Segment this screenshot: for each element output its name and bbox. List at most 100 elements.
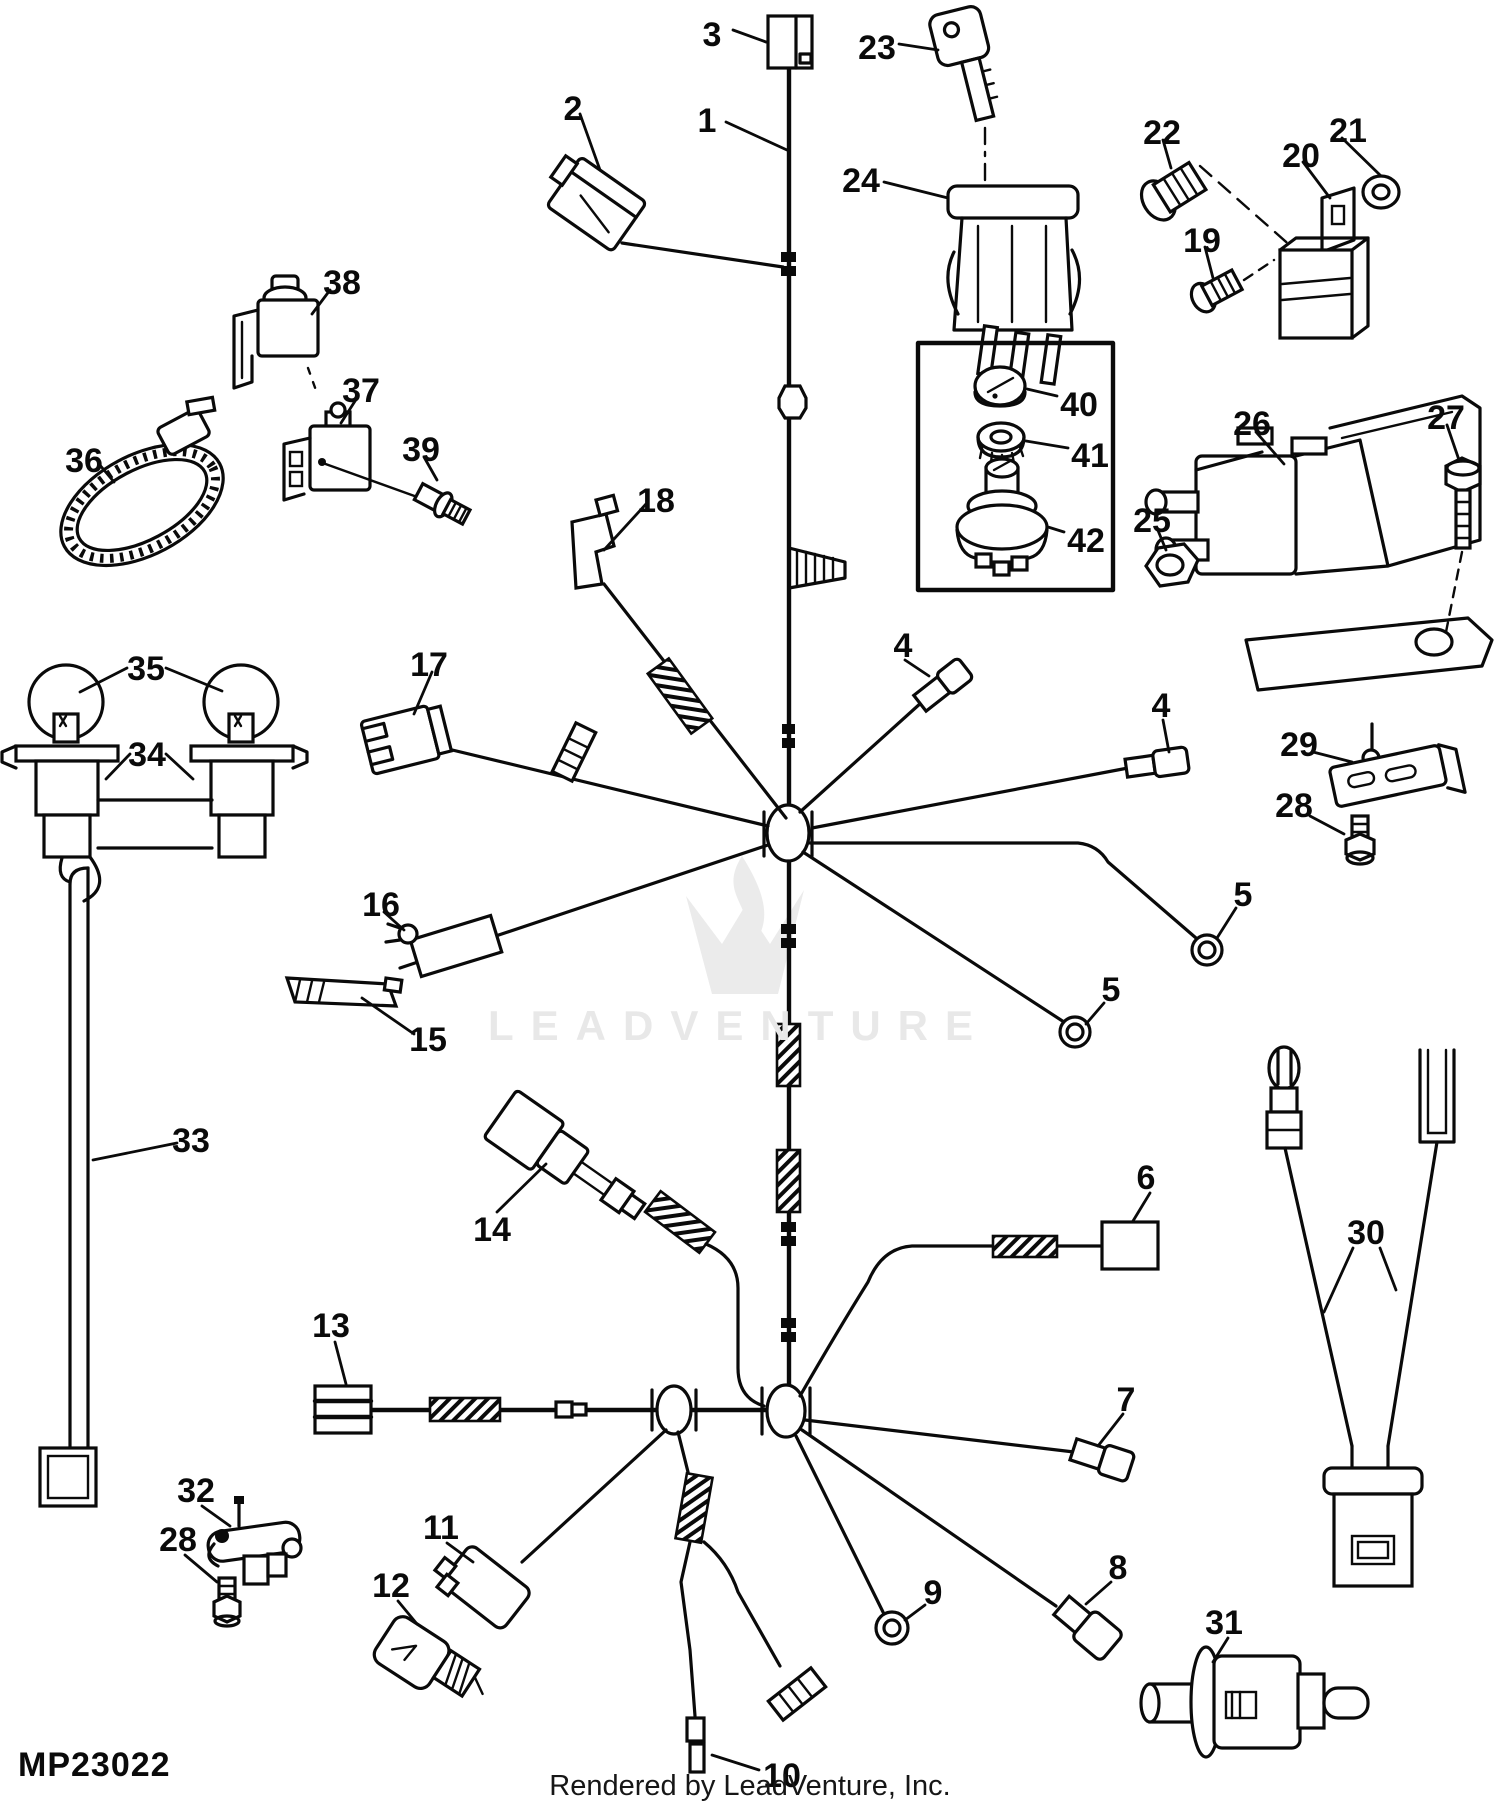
part-19-screw bbox=[1189, 258, 1276, 314]
callout-13: 13 bbox=[312, 1307, 350, 1345]
callout-2: 2 bbox=[564, 90, 583, 128]
part-37-switch bbox=[282, 401, 422, 502]
callout-19: 19 bbox=[1183, 222, 1221, 260]
callout-11: 11 bbox=[423, 1509, 459, 1547]
callout-17: 17 bbox=[410, 646, 448, 684]
part-31-switch bbox=[1139, 1645, 1370, 1759]
callout-38: 38 bbox=[323, 264, 361, 302]
wire-4b bbox=[810, 745, 1191, 830]
wire-13 bbox=[312, 1384, 588, 1435]
callout-4: 4 bbox=[894, 627, 913, 665]
wire-5-left bbox=[801, 850, 1092, 1049]
callout-34: 34 bbox=[128, 736, 166, 774]
part-34-sockets bbox=[0, 744, 309, 903]
callout-31: 31 bbox=[1205, 1604, 1243, 1642]
callout-32: 32 bbox=[177, 1472, 215, 1510]
wire-4a bbox=[798, 657, 974, 814]
part-30-terminals bbox=[1265, 1045, 1456, 1588]
callout-10: 10 bbox=[763, 1757, 801, 1795]
part-7-terminal bbox=[1067, 1436, 1136, 1483]
part-38-switch bbox=[232, 274, 320, 398]
callout-33: 33 bbox=[172, 1122, 210, 1160]
callout-35: 35 bbox=[127, 650, 165, 688]
callout-37: 37 bbox=[342, 372, 380, 410]
callout-28: 28 bbox=[159, 1521, 197, 1559]
part-2-module bbox=[546, 153, 785, 269]
callout-leaders bbox=[78, 28, 1461, 1772]
ignition-switch-box bbox=[915, 340, 1116, 593]
part-28-bolt-left bbox=[212, 1576, 242, 1628]
part-28-bolt-right bbox=[1344, 814, 1376, 866]
callout-1: 1 bbox=[698, 102, 717, 140]
harness-hub-upper bbox=[762, 803, 814, 863]
leadventure-watermark-logo bbox=[686, 856, 804, 994]
part-21-grommet bbox=[1361, 174, 1401, 210]
part-14-connector bbox=[483, 1089, 647, 1221]
harness-hub-lower bbox=[368, 1383, 812, 1439]
part-24-switch bbox=[946, 184, 1082, 392]
wire-17 bbox=[359, 704, 770, 828]
part-35-bulbs bbox=[27, 663, 280, 744]
callout-23: 23 bbox=[858, 29, 896, 67]
part-33-cable bbox=[38, 856, 98, 1508]
callout-40: 40 bbox=[1060, 386, 1098, 424]
part-6-connector bbox=[1100, 1220, 1160, 1271]
harness-trunk bbox=[368, 65, 847, 1439]
part-3-connector bbox=[766, 14, 814, 70]
part-25-nut bbox=[1144, 542, 1200, 588]
callout-27: 27 bbox=[1427, 399, 1465, 437]
part-41-nut bbox=[976, 421, 1026, 467]
part-11-connector bbox=[432, 1545, 531, 1630]
part-40-cap bbox=[973, 365, 1027, 408]
callout-24: 24 bbox=[842, 162, 880, 200]
callout-9: 9 bbox=[924, 1574, 943, 1612]
wire-6 bbox=[798, 1220, 1160, 1398]
part-29-bracket bbox=[1328, 722, 1467, 808]
part-32-bracket bbox=[206, 1496, 303, 1586]
part-27-bolt bbox=[1444, 456, 1482, 634]
part-8-connector bbox=[1051, 1593, 1123, 1661]
callout-22: 22 bbox=[1143, 114, 1181, 152]
part-39-bulb-screw bbox=[412, 481, 473, 527]
callout-25: 25 bbox=[1133, 502, 1171, 540]
callout-labels: 1234455678910111213141516171819202122232… bbox=[65, 16, 1465, 1795]
callout-42: 42 bbox=[1067, 522, 1105, 560]
wire-18 bbox=[570, 493, 788, 820]
footer-credit: Rendered by LeadVenture, Inc. bbox=[549, 1770, 951, 1802]
callout-14: 14 bbox=[473, 1211, 511, 1249]
callout-7: 7 bbox=[1117, 1381, 1136, 1419]
wire-8 bbox=[800, 1428, 1123, 1661]
dash-22-20 bbox=[1198, 164, 1295, 250]
part-17-connector bbox=[359, 704, 454, 776]
part-15-terminal bbox=[284, 976, 404, 1008]
part-4-terminal-a bbox=[911, 657, 974, 714]
callout-8: 8 bbox=[1109, 1549, 1128, 1587]
part-4-terminal-b bbox=[1123, 745, 1191, 779]
part-26-solenoid bbox=[1144, 394, 1494, 692]
callout-30: 30 bbox=[1347, 1214, 1385, 1252]
watermark-text: LEADVENTURE bbox=[488, 1002, 991, 1049]
part-23-key bbox=[928, 5, 999, 188]
part-12-connector bbox=[372, 1615, 484, 1699]
callout-39: 39 bbox=[402, 431, 440, 469]
callout-21: 21 bbox=[1329, 112, 1367, 150]
callout-5: 5 bbox=[1102, 971, 1121, 1009]
part-42-switch bbox=[955, 457, 1049, 577]
callout-5: 5 bbox=[1234, 876, 1253, 914]
callout-6: 6 bbox=[1137, 1159, 1156, 1197]
wire-9 bbox=[794, 1434, 910, 1646]
part-20-relay bbox=[1278, 186, 1370, 340]
part-13-connector bbox=[312, 1384, 374, 1435]
part-36-clamp bbox=[59, 395, 225, 568]
callout-28: 28 bbox=[1275, 787, 1313, 825]
callout-3: 3 bbox=[703, 16, 722, 54]
callout-15: 15 bbox=[409, 1021, 447, 1059]
wire-14 bbox=[483, 1089, 766, 1408]
callout-36: 36 bbox=[65, 442, 103, 480]
wire-7 bbox=[803, 1418, 1136, 1483]
callout-41: 41 bbox=[1071, 437, 1109, 475]
wire-5-right bbox=[808, 841, 1224, 967]
callout-18: 18 bbox=[637, 482, 675, 520]
